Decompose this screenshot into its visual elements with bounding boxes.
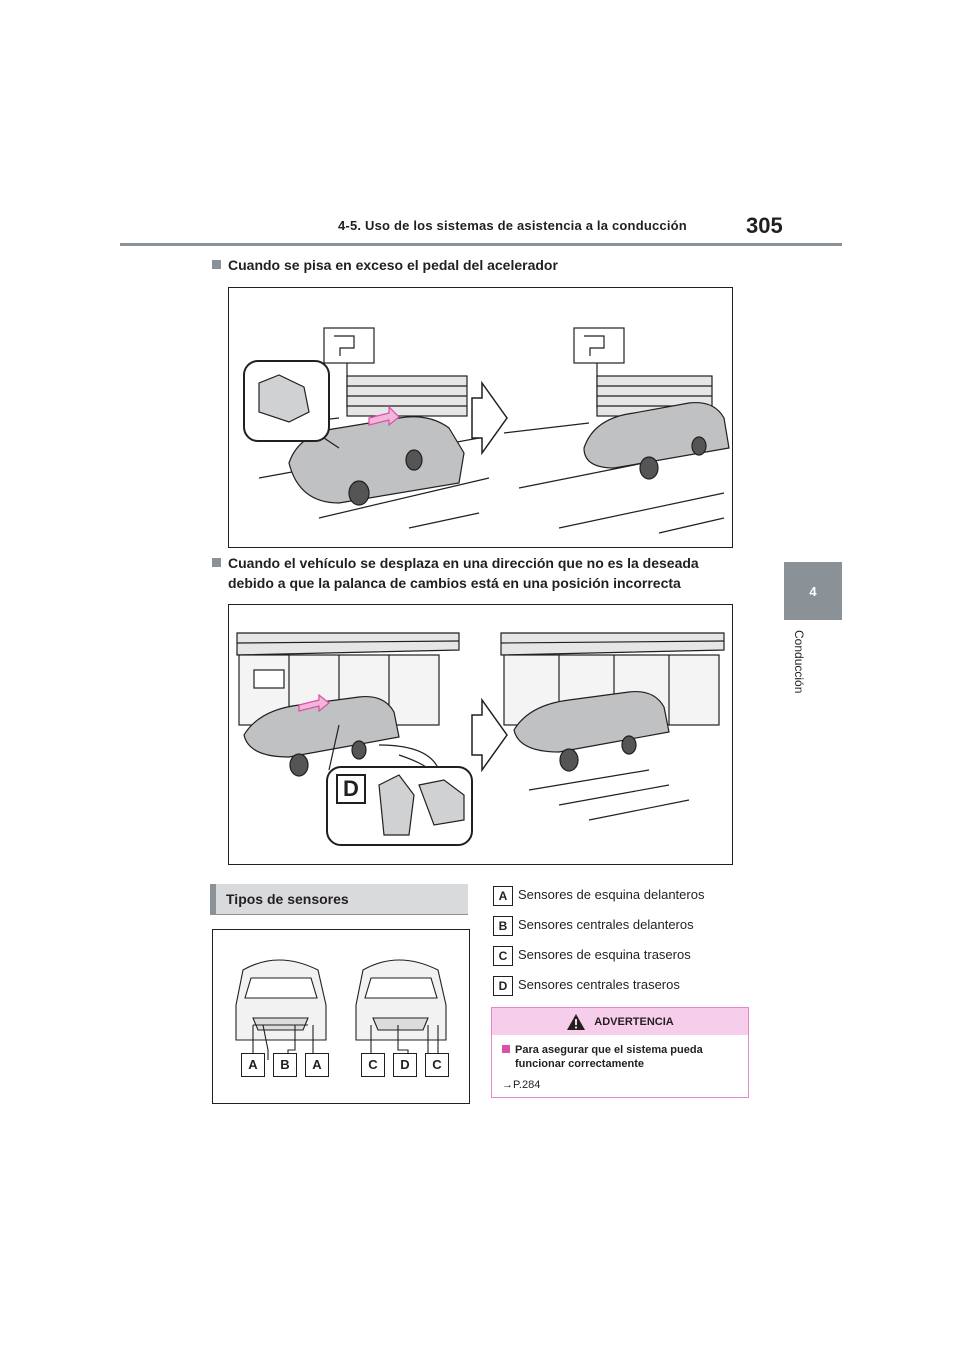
figure-label-d: D	[393, 1053, 417, 1077]
warning-header: ADVERTENCIA	[492, 1008, 748, 1035]
section-heading-shift-position-line2: debido a que la palanca de cambios está …	[228, 575, 681, 591]
section-header-sensor-types: Tipos de sensores	[210, 884, 468, 915]
warning-item-line2: funcionar correctamente	[515, 1058, 644, 1070]
legend-key: D	[493, 975, 513, 996]
figure-label-a-right: A	[305, 1053, 329, 1077]
square-bullet-icon	[212, 260, 221, 269]
header-rule	[120, 243, 842, 246]
store-illustration	[236, 632, 725, 846]
shift-position-label: D	[343, 776, 359, 801]
figure-accelerator-parking	[228, 287, 733, 548]
square-bullet-icon	[502, 1045, 510, 1053]
figure-label-c-right: C	[425, 1053, 449, 1077]
figure-sensor-locations: A B A C D C	[212, 929, 470, 1104]
page-reference-link[interactable]: →P.284	[502, 1079, 541, 1091]
warning-box: ADVERTENCIA Para asegurar que el sistema…	[491, 1007, 749, 1098]
figure-label-a-left: A	[241, 1053, 265, 1077]
warning-triangle-icon	[567, 1013, 586, 1030]
legend-key: C	[493, 945, 513, 966]
header-section-title: 4-5. Uso de los sistemas de asistencia a…	[338, 218, 687, 233]
legend-key: A	[493, 885, 513, 906]
chapter-tab[interactable]: 4	[784, 562, 842, 620]
vehicle-front-rear-illustration	[235, 959, 447, 1060]
legend-key: B	[493, 915, 513, 936]
warning-item: Para asegurar que el sistema pueda	[502, 1043, 738, 1057]
chapter-label: Conducción	[792, 630, 806, 694]
figure-shift-position-store: D	[228, 604, 733, 865]
warning-title: ADVERTENCIA	[594, 1015, 674, 1028]
parking-illustration	[243, 327, 730, 534]
figure-label-b: B	[273, 1053, 297, 1077]
figure-label-c-left: C	[361, 1053, 385, 1077]
page-number: 305	[746, 213, 783, 238]
section-header-rule	[210, 914, 468, 915]
section-heading-shift-position: Cuando el vehículo se desplaza en una di…	[212, 553, 699, 573]
square-bullet-icon	[212, 558, 221, 567]
section-heading-accelerator: Cuando se pisa en exceso el pedal del ac…	[212, 255, 558, 275]
chapter-number: 4	[809, 583, 817, 599]
